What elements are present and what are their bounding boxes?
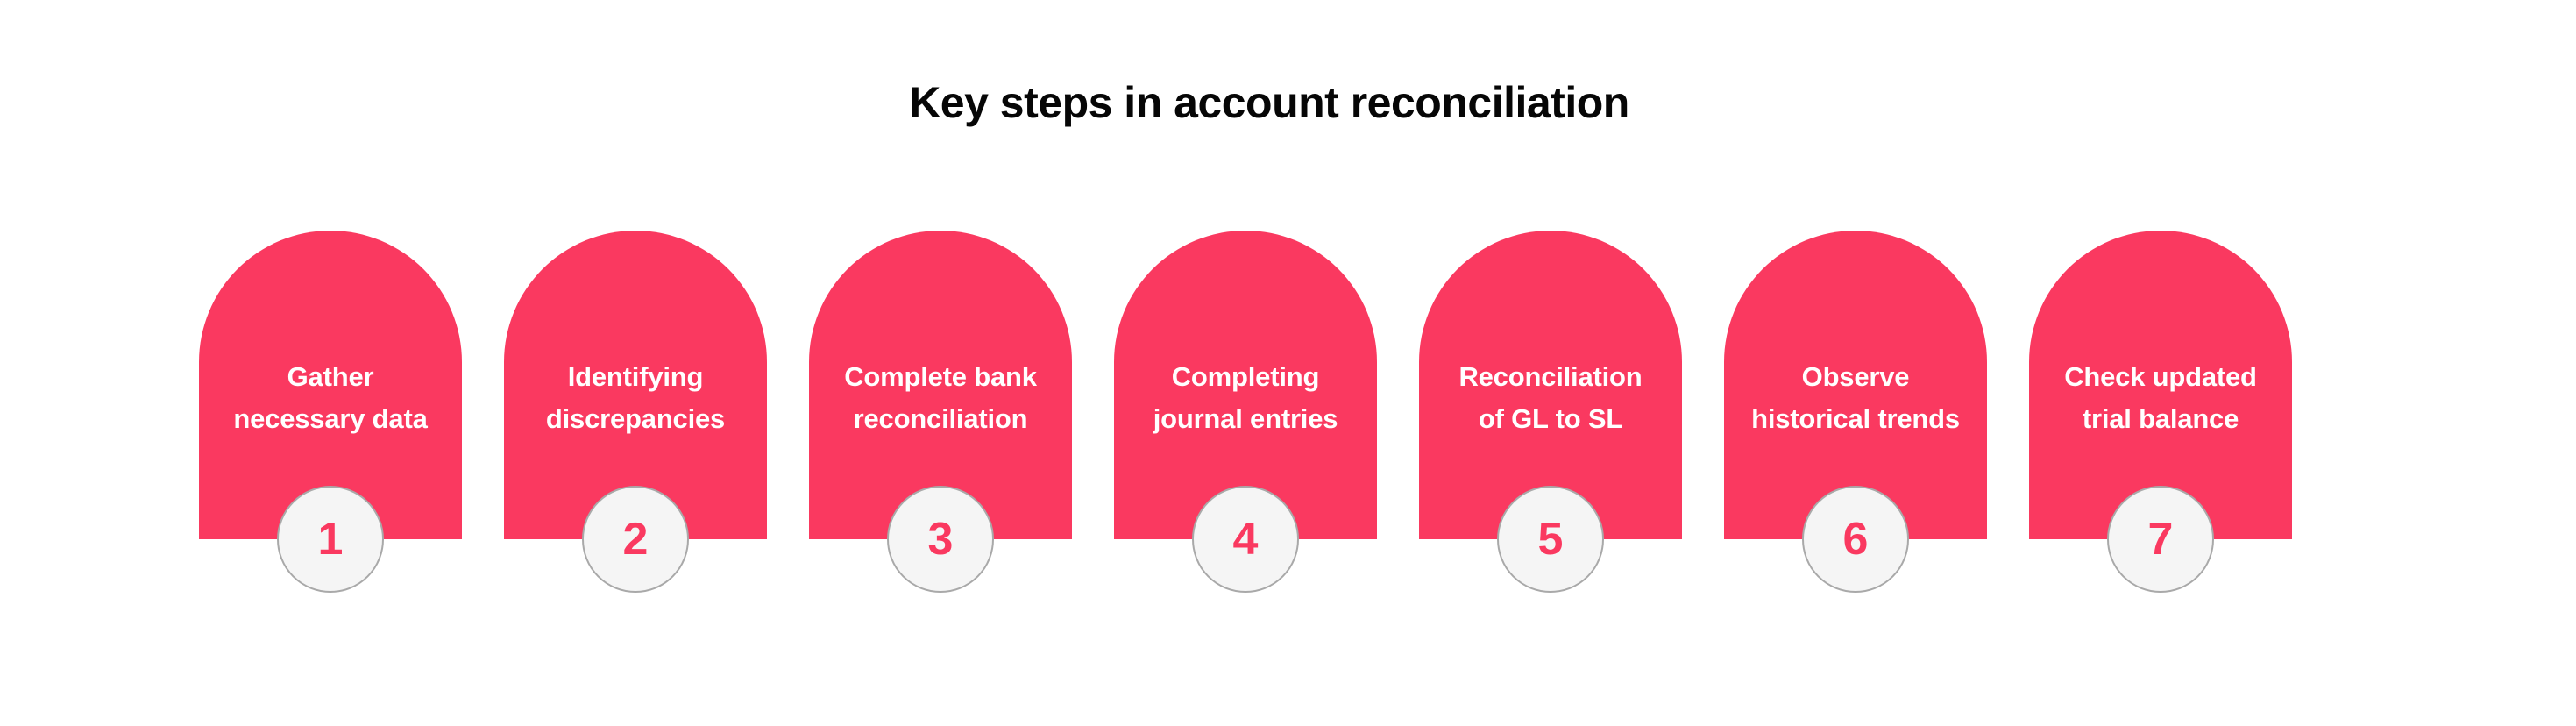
step-number-badge: 2 [582,486,689,593]
step-label: Gather necessary data [199,356,462,440]
step-number-badge: 4 [1192,486,1299,593]
step-label-line1: Gather [287,361,374,392]
step-label-line1: Observe [1801,361,1910,392]
step-label-line2: necessary data [233,403,428,434]
step-label-line1: Complete bank [844,361,1037,392]
step-label-line2: of GL to SL [1478,403,1623,434]
step-label: Reconciliation of GL to SL [1419,356,1682,440]
step-label-line1: Identifying [567,361,704,392]
step-label: Completing journal entries [1114,356,1377,440]
step-card: Check updated trial balance 7 [2029,231,2292,593]
step-number: 4 [1232,514,1259,565]
step-label: Check updated trial balance [2029,356,2292,440]
step-label-line2: journal entries [1153,403,1338,434]
step-card: Completing journal entries 4 [1114,231,1377,593]
step-number: 6 [1842,514,1869,565]
step-number-badge: 6 [1802,486,1909,593]
step-label-line2: trial balance [2082,403,2239,434]
step-card: Gather necessary data 1 [199,231,462,593]
page-title: Key steps in account reconciliation [909,78,1629,127]
step-card: Complete bank reconciliation 3 [809,231,1072,593]
step-card: Reconciliation of GL to SL 5 [1419,231,1682,593]
step-number: 5 [1537,514,1564,565]
step-number: 1 [317,514,344,565]
step-label-line1: Reconciliation [1458,361,1643,392]
step-number: 3 [927,514,954,565]
step-number-badge: 7 [2107,486,2214,593]
step-label-line1: Check updated [2064,361,2257,392]
step-number-badge: 1 [277,486,384,593]
step-label: Complete bank reconciliation [809,356,1072,440]
step-label-line1: Completing [1171,361,1320,392]
step-number-badge: 5 [1497,486,1604,593]
step-label-line2: historical trends [1751,403,1960,434]
step-number-badge: 3 [887,486,994,593]
step-card: Identifying discrepancies 2 [504,231,767,593]
step-card: Observe historical trends 6 [1724,231,1987,593]
step-label-line2: discrepancies [545,403,726,434]
step-number: 2 [622,514,649,565]
step-label: Observe historical trends [1724,356,1987,440]
step-label-line2: reconciliation [853,403,1028,434]
step-number: 7 [2147,514,2174,565]
step-label: Identifying discrepancies [504,356,767,440]
